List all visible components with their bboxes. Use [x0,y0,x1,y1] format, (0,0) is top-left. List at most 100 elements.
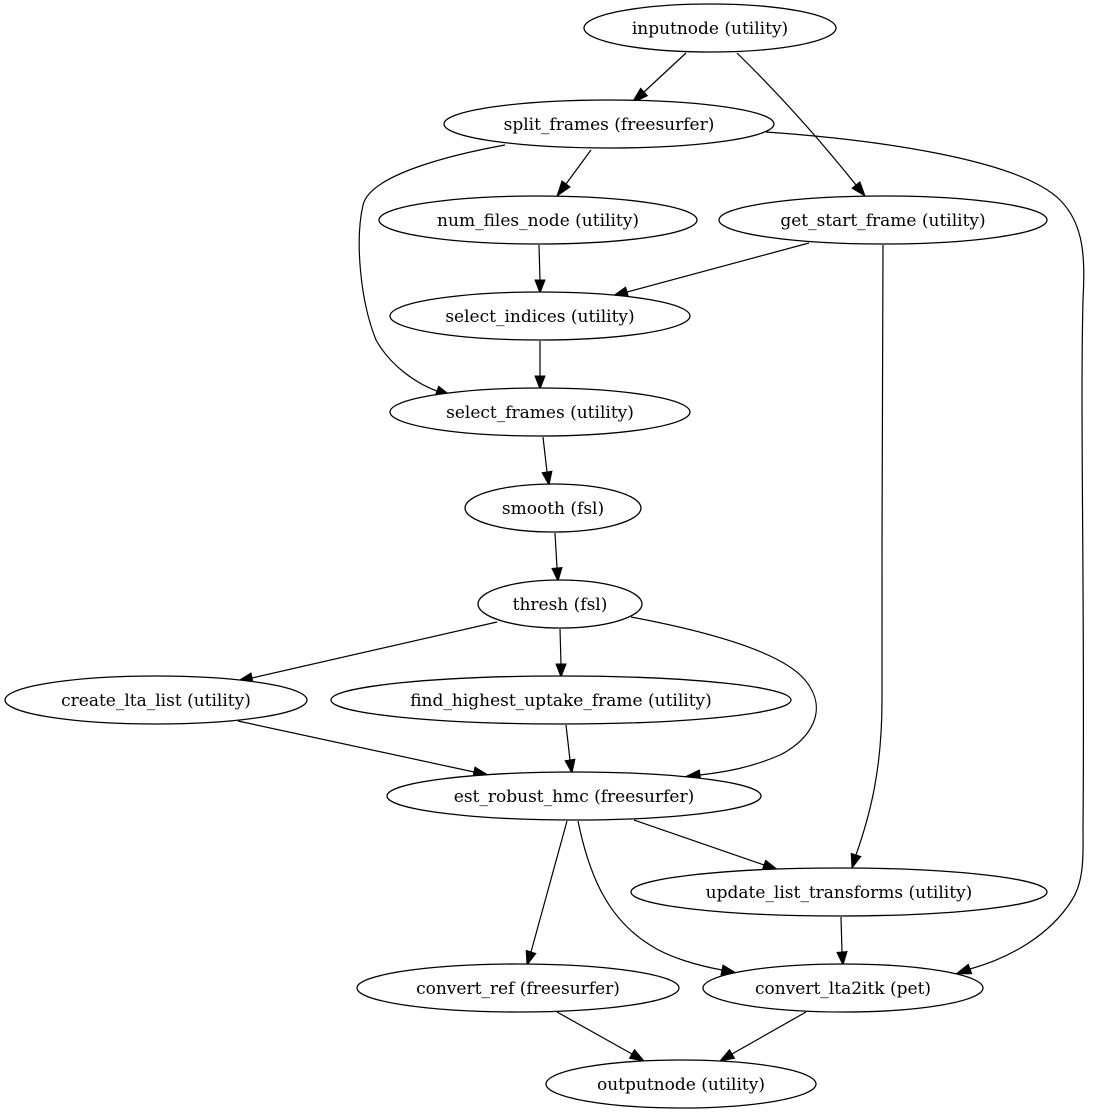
edge-layer [236,52,1085,1062]
node-convert-ref: convert_ref (freesurfer) [356,963,680,1013]
node-get-start-frame: get_start_frame (utility) [718,195,1048,245]
node-label: select_frames (utility) [446,403,634,423]
node-thresh: thresh (fsl) [477,579,643,629]
edge-inputnode-to-split_frames [630,52,687,105]
node-ellipse [583,3,837,53]
edge-num_files_node-to-select_indices [534,244,546,295]
node-ellipse [477,579,643,629]
node-label: inputnode (utility) [632,19,788,39]
node-ellipse [389,291,691,341]
node-label: convert_lta2itk (pet) [755,979,931,999]
node-select-frames: select_frames (utility) [389,387,691,437]
edge-line [565,149,592,185]
node-label: select_indices (utility) [445,307,634,327]
edge-line [577,820,723,971]
arrowhead-icon [534,279,546,295]
node-label: outputnode (utility) [597,1075,765,1095]
edge-line [736,52,857,186]
arrowhead-icon [630,87,649,105]
edge-line [538,244,541,281]
node-label: num_files_node (utility) [437,211,639,231]
node-ellipse [702,963,984,1013]
node-num-files-node: num_files_node (utility) [378,195,698,245]
arrowhead-icon [718,1048,736,1062]
node-ellipse [630,867,1048,917]
edge-line [643,52,687,93]
edge-inputnode-to-get_start_frame [736,52,866,198]
edge-get_start_frame-to-update_list_transforms [850,244,884,870]
node-find-highest-uptake-frame: find_highest_uptake_frame (utility) [330,675,792,725]
node-label: convert_ref (freesurfer) [416,979,620,999]
arrowhead-icon [541,470,553,487]
node-convert-lta2itk: convert_lta2itk (pet) [702,963,984,1013]
node-ellipse [4,675,308,725]
node-split-frames: split_frames (freesurfer) [443,99,775,149]
edge-update_list_transforms-to-convert_lta2itk [836,916,848,967]
edge-select_frames-to-smooth [541,436,553,487]
arrowhead-icon [564,758,576,775]
arrowhead-icon [851,180,866,198]
arrowhead-icon [555,663,567,679]
edge-split_frames-to-num_files_node [556,149,592,198]
node-est-robust-hmc: est_robust_hmc (freesurfer) [386,771,762,821]
edge-est_robust_hmc-to-update_list_transforms [633,819,780,871]
node-label: thresh (fsl) [513,595,608,615]
edge-line [855,244,884,856]
node-smooth: smooth (fsl) [464,483,642,533]
edge-line [565,724,571,761]
edge-convert_ref-to-outputnode [556,1011,646,1062]
node-label: update_list_transforms (utility) [706,883,973,903]
node-update-list-transforms: update_list_transforms (utility) [630,867,1048,917]
edge-line [765,131,1085,970]
node-label: split_frames (freesurfer) [504,115,715,135]
edge-line [358,144,506,392]
edge-create_lta_list-to-est_robust_hmc [237,720,490,778]
edge-line [840,916,843,953]
edge-thresh-to-create_lta_list [236,621,498,684]
node-outputnode: outputnode (utility) [545,1059,817,1109]
edge-line [559,628,562,665]
arrowhead-icon [628,1048,646,1062]
edge-find_highest_uptake_frame-to-est_robust_hmc [564,724,576,775]
node-inputnode: inputnode (utility) [583,3,837,53]
edge-line [630,616,817,776]
arrowhead-icon [525,949,537,967]
edge-line [626,242,810,293]
node-layer: inputnode (utility) split_frames (freesur… [4,3,1048,1109]
arrowhead-icon [836,951,848,967]
edge-line [731,1011,807,1055]
edge-line [554,532,558,569]
edge-est_robust_hmc-to-convert_ref [525,820,568,967]
arrowhead-icon [850,852,862,870]
edge-line [633,819,765,866]
edge-split_frames-to-convert_lta2itk [765,131,1085,975]
arrowhead-icon [556,180,571,198]
edge-line [542,436,548,473]
node-label: create_lta_list (utility) [61,691,251,711]
edge-smooth-to-thresh [551,532,563,583]
edge-line [251,621,498,679]
node-ellipse [378,195,698,245]
node-select-indices: select_indices (utility) [389,291,691,341]
arrowhead-icon [551,567,563,583]
node-ellipse [330,675,792,725]
arrowhead-icon [534,375,546,391]
node-create-lta-list: create_lta_list (utility) [4,675,308,725]
node-ellipse [389,387,691,437]
edge-line [237,720,475,773]
edge-get_start_frame-to-select_indices [611,242,810,298]
arrowhead-icon [954,963,973,975]
node-ellipse [386,771,762,821]
node-ellipse [545,1059,817,1109]
node-label: get_start_frame (utility) [780,211,985,231]
node-label: smooth (fsl) [502,499,604,519]
edge-line [556,1011,633,1055]
node-ellipse [718,195,1048,245]
node-ellipse [464,483,642,533]
node-ellipse [356,963,680,1013]
edge-split_frames-to-select_frames [358,144,506,397]
edge-thresh-to-find_highest_uptake_frame [555,628,567,679]
node-label: est_robust_hmc (freesurfer) [454,787,694,807]
node-ellipse [443,99,775,149]
